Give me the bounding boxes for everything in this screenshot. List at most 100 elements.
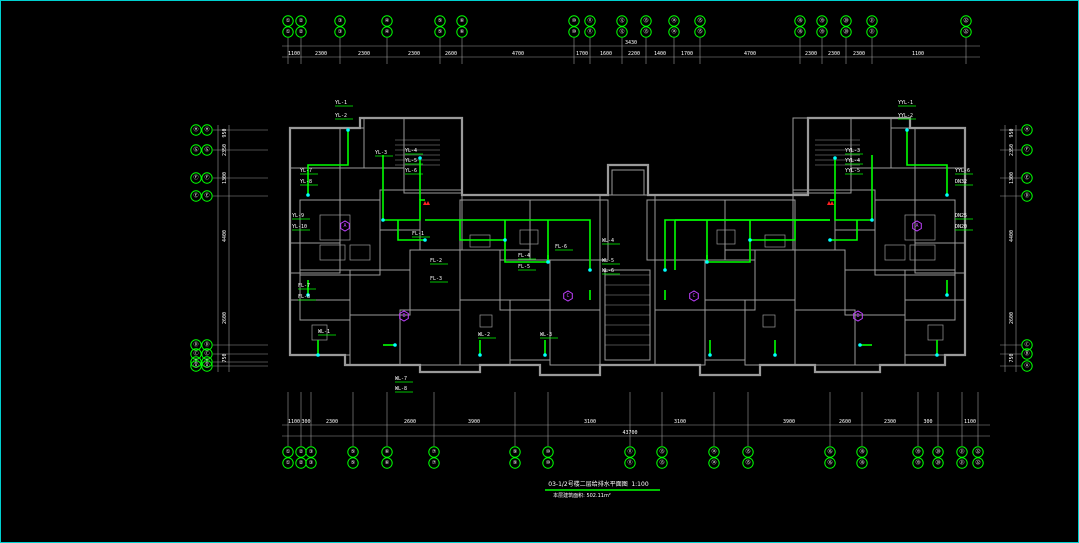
pipe-right-5 (750, 220, 796, 241)
riser-right-1 (945, 193, 949, 197)
grid-left-1-label: Ⓖ (193, 146, 198, 153)
grid-top-1-label: ② (299, 18, 304, 24)
grid-bot-b-14-circle (912, 457, 924, 469)
top-dim-11: 4700 (744, 51, 756, 57)
room-right-6 (834, 189, 876, 231)
bot-dim-overall: 43700 (622, 430, 637, 436)
unit-marker-label-3: C (692, 293, 695, 299)
room-left-8 (289, 242, 341, 274)
pipe-label-25: WL-8 (395, 386, 407, 392)
grid-top-b-5-label: ⑥ (460, 29, 465, 35)
grid-left-5-label: Ⓒ (193, 350, 198, 357)
room-right-17 (904, 299, 966, 356)
room-left-5 (299, 199, 381, 276)
grid-bot-b-14-label: ⑲ (915, 459, 920, 466)
grid-top-b-16-circle (960, 26, 972, 38)
pipe-label-5: YL-6 (405, 168, 417, 174)
room-left-12 (459, 249, 501, 301)
left-dim-5: 750 (222, 353, 228, 362)
left-dim-1: 2350 (222, 144, 228, 156)
grid-bot-b-9-circle (656, 457, 668, 469)
grid-top-5-circle (456, 15, 468, 27)
pipe-label-3: YL-4 (405, 148, 417, 154)
drawing-scale: 1:100 (631, 481, 648, 488)
grid-top-12-label: ⑱ (797, 17, 802, 24)
top-dim-2: 2300 (358, 51, 370, 57)
pipe-label-18: WL-1 (318, 329, 330, 335)
grid-bot-b-3-label: ⑤ (351, 460, 356, 466)
grid-bot-8-circle (624, 446, 636, 458)
unit-marker-label-1: B (402, 313, 405, 319)
grid-bot-b-0-label: ① (286, 460, 291, 466)
grid-bot-7-circle (542, 446, 554, 458)
grid-bot-6-label: ⑨ (513, 449, 518, 455)
left-dim-4: 2600 (222, 312, 228, 324)
pipe-label-6: YL-7 (300, 168, 312, 174)
top-dim-overall: 3430 (625, 40, 637, 46)
grid-top-7-label: ⑪ (587, 17, 592, 24)
room-right-16 (654, 259, 706, 311)
grid-left-b-7-label: Ⓐ (204, 362, 209, 369)
grid-top-13-label: ⑲ (819, 17, 824, 24)
pipe-label-30: YYL-5 (845, 168, 860, 174)
right-dim-5: 750 (1009, 353, 1015, 362)
grid-bot-17-label: ㉒ (975, 448, 980, 455)
pipe-label-14: FL-5 (518, 264, 530, 270)
furniture-left-6 (479, 314, 493, 328)
grid-right-0-label: Ⓗ (1024, 126, 1029, 133)
grid-left-1-circle (190, 144, 202, 156)
grid-top-b-1-circle (295, 26, 307, 38)
grid-top-b-14-circle (840, 26, 852, 38)
grid-top-b-5-circle (456, 26, 468, 38)
right-dim-1: 2350 (1009, 144, 1015, 156)
furniture-right-2 (884, 244, 906, 261)
grid-bot-b-6-label: ⑨ (513, 460, 518, 466)
unit-marker-5 (912, 220, 922, 232)
grid-top-b-15-label: ㉑ (869, 28, 874, 35)
grid-top-16-label: ㉒ (963, 17, 968, 24)
grid-top-9-circle (640, 15, 652, 27)
pipe-left-3 (397, 220, 425, 241)
grid-left-b-2-circle (201, 172, 213, 184)
grid-top-8-circle (616, 15, 628, 27)
grid-left-b-3-label: Ⓔ (204, 192, 209, 199)
grid-right-4-label: Ⓒ (1024, 341, 1029, 348)
riser-right-9 (773, 353, 777, 357)
grid-top-5-label: ⑥ (460, 18, 465, 24)
drawing-title-block: 03-1/2号楼二层给排水平面图 1:100 本层建筑面积: 502.11m² (545, 480, 660, 499)
bot-dim-0: 1100 (288, 419, 300, 425)
top-dim-12: 2300 (805, 51, 817, 57)
riser-left-1 (306, 193, 310, 197)
grid-bot-b-13-label: ⑱ (859, 459, 864, 466)
grid-left-b-6-label: Ⓑ (204, 358, 209, 365)
furniture-right-6 (762, 314, 776, 328)
grid-top-b-9-label: ⑬ (643, 28, 648, 35)
grid-left-0-circle (190, 124, 202, 136)
grid-left-2-label: Ⓕ (193, 174, 198, 181)
grid-left-4-circle (190, 339, 202, 351)
grid-left-b-5-circle (201, 348, 213, 360)
grid-left-7-circle (190, 360, 202, 372)
grid-top-2-circle (334, 15, 346, 27)
area-note: 本层建筑面积: 502.11m² (553, 492, 611, 499)
room-right-0 (914, 127, 966, 169)
pipe-label-16: FL-7 (298, 283, 310, 289)
grid-top-b-12-circle (794, 26, 806, 38)
grid-top-7-circle (584, 15, 596, 27)
pipe-label-28: YYL-3 (845, 148, 860, 154)
grid-top-b-13-circle (816, 26, 828, 38)
bot-dim-4: 3900 (468, 419, 480, 425)
room-right-22 (654, 309, 706, 366)
grid-left-6-label: Ⓑ (193, 358, 198, 365)
furniture-left-1 (319, 244, 346, 261)
riser-right-5 (748, 238, 752, 242)
grid-top-b-15-circle (866, 26, 878, 38)
room-left-14 (529, 199, 609, 261)
room-right-10 (844, 269, 906, 316)
furniture-right-0 (904, 214, 936, 241)
grid-top-0-circle (282, 15, 294, 27)
furniture-right-1 (909, 244, 936, 261)
top-dim-0: 1100 (288, 51, 300, 57)
